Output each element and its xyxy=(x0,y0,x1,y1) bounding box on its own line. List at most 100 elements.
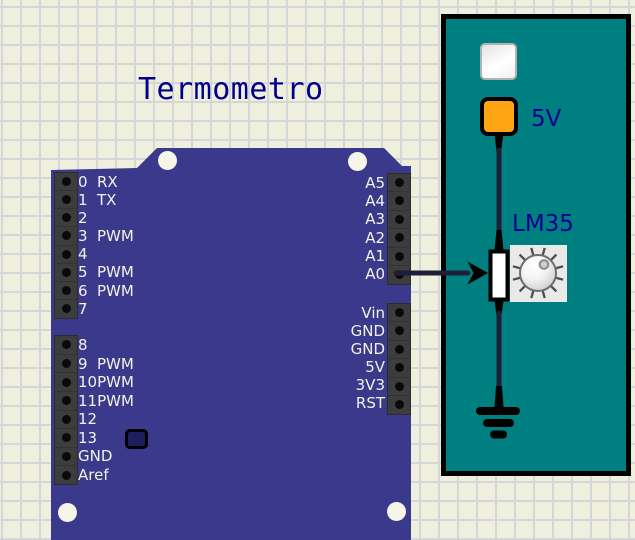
pin-socket[interactable] xyxy=(55,244,77,263)
pin-socket[interactable] xyxy=(388,395,410,414)
pin-label-GND: GND xyxy=(78,447,112,465)
pin-label-Vin: Vin xyxy=(361,303,385,322)
pin-number: 8 xyxy=(78,336,88,354)
pin-socket[interactable] xyxy=(55,390,77,410)
mounting-hole-icon xyxy=(387,502,406,521)
pin-label-3V3: 3V3 xyxy=(355,376,385,395)
pin-socket[interactable] xyxy=(55,281,77,299)
pin-function: TX xyxy=(97,190,117,209)
pin-socket[interactable] xyxy=(55,262,77,281)
pin-function: PWM xyxy=(97,354,134,373)
pin-hole-icon xyxy=(394,196,404,206)
pin-socket[interactable] xyxy=(388,191,410,210)
pin-socket[interactable] xyxy=(388,228,410,247)
pin-label-A4: A4 xyxy=(365,192,385,210)
pin-number: Aref xyxy=(78,465,109,484)
pin-hole-icon xyxy=(394,326,404,336)
pin-hole-icon xyxy=(61,194,71,204)
pin-socket[interactable] xyxy=(55,353,77,373)
pin-socket[interactable] xyxy=(55,173,77,190)
pin-socket[interactable] xyxy=(55,428,77,447)
pin-socket[interactable] xyxy=(55,208,77,226)
pin-label-GND: GND xyxy=(350,340,385,358)
pin-hole-icon xyxy=(61,414,71,424)
pin-hole-icon xyxy=(394,363,404,373)
mounting-hole-icon xyxy=(348,152,367,171)
pin-hole-icon xyxy=(61,176,71,186)
power-terminal-label: 5V xyxy=(531,106,562,132)
pin-number: 3 xyxy=(78,227,88,246)
pin-label-11: 11PWM xyxy=(78,392,134,410)
pin-hole-icon xyxy=(394,270,404,280)
pin-socket[interactable] xyxy=(388,358,410,377)
pin-hole-icon xyxy=(61,267,71,277)
pin-header-strip xyxy=(388,303,410,414)
pin-hole-icon xyxy=(61,452,71,462)
pin-socket[interactable] xyxy=(55,465,77,484)
pin-socket[interactable] xyxy=(388,174,410,192)
pin-hole-icon xyxy=(394,344,404,354)
pin-hole-icon xyxy=(61,231,71,241)
pin-number: GND xyxy=(78,447,113,465)
pin-socket[interactable] xyxy=(55,409,77,429)
knob-hole-icon xyxy=(538,259,550,270)
pin-socket[interactable] xyxy=(55,336,77,354)
lm35-sensor[interactable] xyxy=(510,245,567,302)
pin-label-10: 10PWM xyxy=(78,373,134,391)
pin-hole-icon xyxy=(61,433,71,443)
pin-function: PWM xyxy=(97,281,134,300)
pin-socket[interactable] xyxy=(388,321,410,340)
pin-label-A2: A2 xyxy=(365,228,385,247)
pin-header-strip xyxy=(55,336,77,484)
pin-label-A3: A3 xyxy=(365,210,385,229)
pin-number: 7 xyxy=(78,299,88,318)
pin-hole-icon xyxy=(394,177,404,187)
pin-label-4: 4 xyxy=(78,245,97,263)
pin13-led-icon[interactable] xyxy=(125,429,148,449)
pin-socket[interactable] xyxy=(55,446,77,466)
pin-label-RST: RST xyxy=(355,394,385,413)
sensor-label: LM35 xyxy=(512,211,574,237)
pin-label-7: 7 xyxy=(78,300,97,318)
pin-socket[interactable] xyxy=(388,304,410,322)
pin-hole-icon xyxy=(61,377,71,387)
white-terminal-box[interactable] xyxy=(480,43,517,80)
pin-socket[interactable] xyxy=(55,226,77,244)
pin-hole-icon xyxy=(61,340,71,350)
knob-dial-icon xyxy=(512,247,564,299)
pin-number: 4 xyxy=(78,245,88,264)
pin-hole-icon xyxy=(61,358,71,368)
pin-number: 10 xyxy=(78,373,98,391)
pin-label-A5: A5 xyxy=(365,173,385,192)
sensor-subcircuit-panel[interactable]: 5V LM35 xyxy=(441,14,631,476)
pin-socket[interactable] xyxy=(388,246,410,266)
pin-socket[interactable] xyxy=(55,372,77,391)
arduino-board[interactable] xyxy=(51,148,411,540)
pin-hole-icon xyxy=(61,396,71,406)
pin-header-strip xyxy=(55,172,77,318)
power-terminal-5v[interactable] xyxy=(480,97,518,136)
pin-number: 1 xyxy=(78,190,88,209)
pin-number: 0 xyxy=(78,172,88,191)
pin-number: 9 xyxy=(78,354,88,373)
pin-hole-icon xyxy=(61,470,71,480)
pin-hole-icon xyxy=(394,214,404,224)
pin-socket[interactable] xyxy=(388,265,410,284)
pin-label-Aref: Aref xyxy=(78,466,109,484)
pin-hole-icon xyxy=(61,249,71,259)
pin-hole-icon xyxy=(394,233,404,243)
pin-socket[interactable] xyxy=(388,376,410,396)
pin-socket[interactable] xyxy=(55,299,77,317)
pin-label-A0: A0 xyxy=(365,265,385,283)
pin-socket[interactable] xyxy=(388,339,410,359)
pin-header-strip xyxy=(388,173,410,284)
pin-label-A1: A1 xyxy=(365,246,385,265)
pin-socket[interactable] xyxy=(388,209,410,229)
pin-number: 12 xyxy=(78,410,98,428)
pin-socket[interactable] xyxy=(55,189,77,208)
